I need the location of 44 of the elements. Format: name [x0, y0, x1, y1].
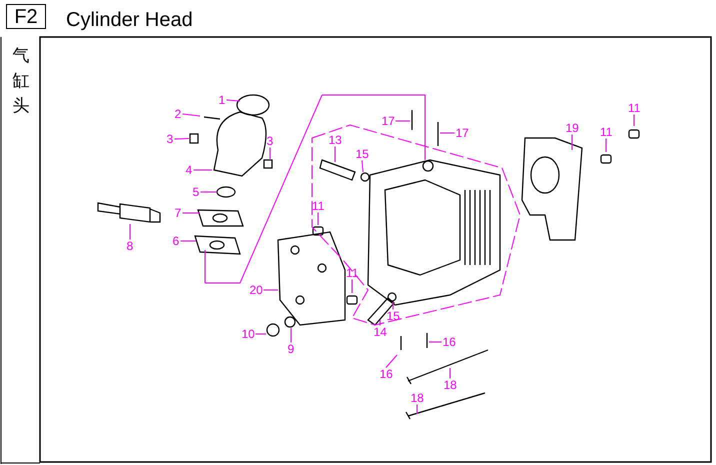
callout-number: 10: [242, 328, 255, 340]
callout-number: 3: [266, 134, 274, 148]
callout-number: 15: [386, 310, 400, 322]
callout-number: 17: [456, 126, 469, 140]
callout-number: 9: [288, 342, 294, 356]
leader-line: [362, 160, 364, 172]
callout-number: 4: [186, 164, 192, 176]
callout-number: 11: [312, 200, 324, 212]
section-code-box: F2: [6, 4, 46, 29]
callout-number: 2: [174, 108, 182, 120]
leader-line: [180, 240, 196, 242]
callout-number: 19: [566, 122, 579, 134]
callout-number: 11: [600, 126, 612, 138]
callout-number: 14: [374, 326, 387, 338]
leader-line: [182, 212, 200, 214]
callout-number: 7: [174, 206, 182, 220]
leader-line: [182, 114, 200, 116]
leader-line: [226, 100, 240, 102]
callout-number: 11: [628, 102, 640, 114]
callout-number: 20: [250, 284, 263, 296]
side-label: 气缸头: [12, 45, 30, 118]
callout-number: 6: [172, 234, 180, 248]
page-title: Cylinder Head: [66, 8, 193, 32]
callout-number: 5: [192, 186, 200, 198]
callout-number: 16: [380, 368, 393, 380]
leader-line: [334, 146, 336, 162]
leader-line: [174, 138, 190, 140]
leader-line: [386, 354, 398, 368]
callout-number: 15: [356, 148, 369, 160]
leader-line: [392, 302, 394, 310]
callout-number: 13: [328, 134, 342, 146]
callout-number: 18: [444, 378, 457, 392]
callout-number: 3: [166, 132, 174, 146]
callout-number: 8: [126, 240, 134, 252]
callout-number: 18: [410, 392, 424, 404]
callout-number: 16: [442, 336, 456, 348]
callout-number: 11: [346, 266, 358, 280]
leader-line: [395, 120, 410, 122]
leader-line: [416, 404, 418, 414]
nut-drawing: [189, 133, 199, 144]
leader-line: [290, 328, 292, 343]
callout-number: 1: [218, 94, 226, 106]
callout-number: 17: [382, 114, 395, 128]
leader-line: [440, 132, 455, 134]
